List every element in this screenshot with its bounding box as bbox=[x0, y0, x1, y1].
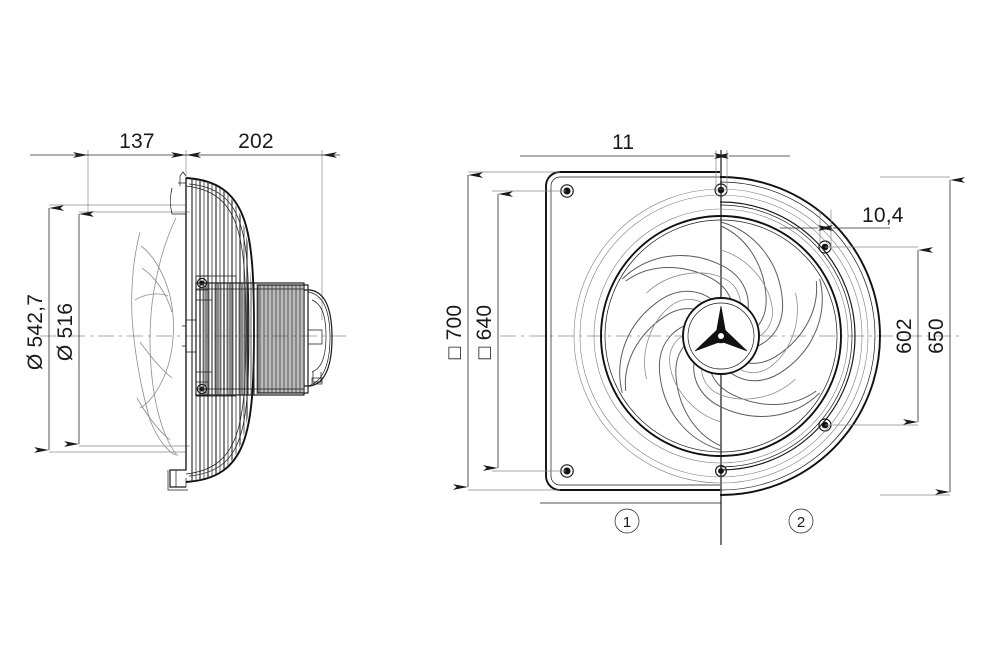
dimension-202: 202 bbox=[171, 130, 340, 158]
left-view: 137 202 Ø 542,7 Ø 516 bbox=[24, 130, 350, 491]
dimension-602: 602 bbox=[893, 247, 933, 425]
view-tag-one: 1 bbox=[614, 508, 640, 534]
right-view: 11 10,4 □ 700 □ 640 602 650 bbox=[443, 131, 965, 545]
terminal-box bbox=[304, 289, 333, 387]
dimension-202-label: 202 bbox=[238, 130, 274, 153]
dimension-700-label: □ 700 bbox=[443, 305, 466, 360]
dimension-516-label: Ø 516 bbox=[54, 303, 77, 361]
dimension-11-label: 11 bbox=[612, 131, 634, 154]
motor-housing-fins bbox=[195, 282, 309, 396]
dimension-640-label: □ 640 bbox=[473, 305, 496, 360]
fan-blade-profile bbox=[131, 217, 179, 457]
dimension-650-label: 650 bbox=[925, 318, 948, 354]
dimension-542-7: Ø 542,7 bbox=[24, 205, 64, 453]
view-tag-two: 2 bbox=[788, 508, 814, 534]
view-tag-one-label: 1 bbox=[623, 514, 631, 531]
split-line-mounting-holes bbox=[714, 183, 728, 478]
inlet-ring-guides bbox=[573, 188, 869, 484]
hub-three-spoke-star bbox=[682, 297, 760, 375]
dimension-137-label: 137 bbox=[119, 130, 155, 153]
dimension-10-4: 10,4 bbox=[780, 204, 904, 231]
view-tag-two-label: 2 bbox=[797, 514, 805, 531]
dimension-650: 650 bbox=[925, 177, 965, 495]
dimension-542-7-label: Ø 542,7 bbox=[24, 294, 47, 370]
dimension-137: 137 bbox=[30, 130, 201, 158]
dimension-11: 11 bbox=[520, 131, 790, 159]
dimension-640: □ 640 bbox=[473, 191, 513, 471]
dimension-602-label: 602 bbox=[893, 318, 916, 354]
dimension-700: □ 700 bbox=[443, 172, 483, 490]
dimension-516: Ø 516 bbox=[54, 211, 94, 447]
mounting-flange bbox=[167, 171, 188, 491]
dimension-10-4-label: 10,4 bbox=[862, 204, 904, 227]
